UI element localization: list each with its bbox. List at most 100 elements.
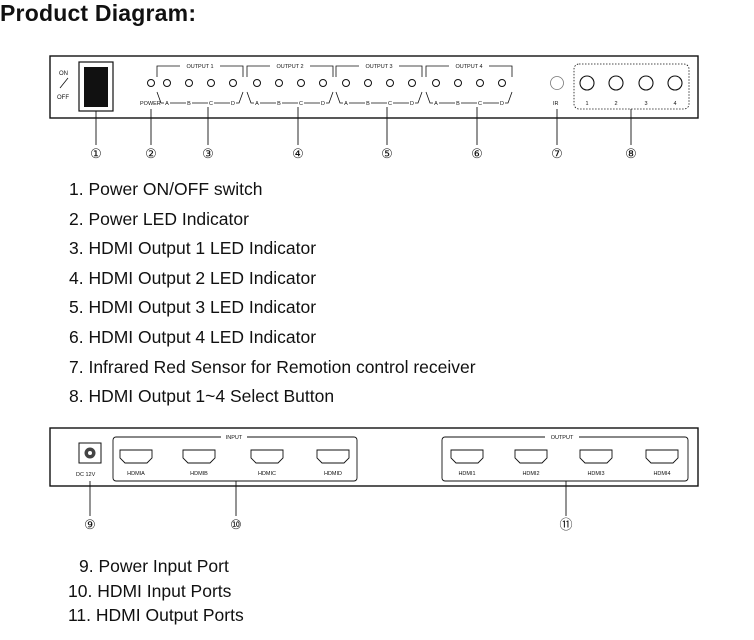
led-letter: A <box>255 101 259 107</box>
callout-8: ⑧ <box>625 109 637 162</box>
select-button-1[interactable] <box>579 75 595 91</box>
switch-off-label: OFF <box>57 95 69 101</box>
output-group-label: OUTPUT 2 <box>276 64 303 70</box>
callout-number: ⑦ <box>551 147 563 162</box>
front-panel-outline <box>49 55 699 119</box>
led-group-3: OUTPUT 3 A B C D <box>335 64 423 107</box>
led-group-bracket <box>220 65 244 77</box>
callout-number: ① <box>90 147 102 162</box>
front-list-item: 3. HDMI Output 1 LED Indicator <box>69 238 317 259</box>
hdmi-port-label: HDMID <box>324 471 342 477</box>
front-list-item: 2. Power LED Indicator <box>69 208 249 229</box>
hdmi-port: HDMI4 <box>645 449 679 477</box>
output-group-label: OUTPUT 4 <box>455 64 482 70</box>
led-letter: B <box>187 101 191 107</box>
led-group-baseline <box>156 91 244 104</box>
led-group-bracket <box>156 65 180 77</box>
callout-number: ⑧ <box>625 147 637 162</box>
output-group-label: OUTPUT 1 <box>186 64 213 70</box>
callout-10: ⑩ <box>230 481 242 533</box>
led-indicator-icon <box>476 79 484 87</box>
front-list-item: 6. HDMI Output 4 LED Indicator <box>69 327 317 347</box>
led-group-bracket <box>489 65 513 77</box>
select-button-number: 2 <box>614 101 617 107</box>
dc-jack-pin-icon <box>88 451 92 455</box>
callout-number: ⑪ <box>559 518 572 533</box>
callout-number: ⑩ <box>230 518 242 533</box>
hdmi-port-label: HDMIC <box>258 471 276 477</box>
select-button-3[interactable] <box>638 75 654 91</box>
hdmi-port-label: HDMIB <box>190 471 208 477</box>
rear-panel-outline <box>49 427 699 487</box>
callout-11: ⑪ <box>559 481 573 533</box>
hdmi-port-icon <box>645 449 679 464</box>
led-indicator-icon <box>253 79 261 87</box>
led-letter: C <box>388 101 392 107</box>
led-indicator-icon <box>498 79 506 87</box>
led-letter: C <box>478 101 482 107</box>
led-letter: D <box>321 101 325 107</box>
select-button-number: 3 <box>644 101 647 107</box>
select-buttons: 1 2 3 4 <box>579 75 683 107</box>
hdmi-port: HDMIB <box>182 449 216 477</box>
hdmi-port: HDMID <box>316 449 350 477</box>
led-letter: D <box>410 101 414 107</box>
select-button-number: 1 <box>585 101 588 107</box>
callout-number: ② <box>145 147 157 162</box>
led-group-baseline <box>425 91 513 104</box>
ir-sensor-icon <box>550 76 564 90</box>
led-letter-bg <box>276 100 282 106</box>
hdmi-port: HDMI3 <box>579 449 613 477</box>
output-label: OUTPUT <box>551 435 574 441</box>
select-button-2[interactable] <box>608 75 624 91</box>
led-indicator-icon <box>275 79 283 87</box>
led-letter-bg <box>298 100 304 106</box>
led-letter-bg <box>230 100 236 106</box>
led-letter: B <box>366 101 370 107</box>
callout-4: ④ <box>292 107 304 162</box>
hdmi-port: HDMIA <box>119 449 153 477</box>
switch-on-label: ON <box>59 71 68 77</box>
output-group-frame <box>441 436 689 482</box>
led-indicator-icon <box>454 79 462 87</box>
led-letter-bg <box>409 100 415 106</box>
hdmi-port-icon <box>182 449 216 464</box>
hdmi-port-label: HDMI4 <box>653 471 670 477</box>
led-letter: A <box>165 101 169 107</box>
led-indicator-icon <box>297 79 305 87</box>
led-letter-bg <box>164 100 170 106</box>
led-indicator-icon <box>342 79 350 87</box>
hdmi-port-label: HDMI3 <box>587 471 604 477</box>
output-label-bg <box>545 433 579 441</box>
callout-2: ② <box>145 109 157 162</box>
callout-number: ⑥ <box>471 147 483 162</box>
callout-5: ⑤ <box>381 107 393 162</box>
rear-list-item: 11. HDMI Output Ports <box>68 605 244 625</box>
power-led-icon <box>147 79 155 87</box>
output-group-label: OUTPUT 3 <box>365 64 392 70</box>
hdmi-port: HDMI2 <box>514 449 548 477</box>
select-buttons-frame <box>573 63 690 110</box>
led-group-baseline <box>246 91 334 104</box>
led-letter-bg <box>499 100 505 106</box>
led-letter-bg <box>208 100 214 106</box>
select-button-4[interactable] <box>667 75 683 91</box>
led-letter: C <box>209 101 213 107</box>
hdmi-port-label: HDMI1 <box>458 471 475 477</box>
dc-label: DC 12V <box>76 472 96 478</box>
led-indicator-icon <box>185 79 193 87</box>
led-group-bracket <box>335 65 359 77</box>
hdmi-port: HDMIC <box>250 449 284 477</box>
led-letter: A <box>344 101 348 107</box>
led-group-baseline <box>335 91 423 104</box>
hdmi-port-icon <box>450 449 484 464</box>
select-button-number: 4 <box>673 101 676 107</box>
rear-list-item: 10. HDMI Input Ports <box>68 580 232 601</box>
page-title: Product Diagram: <box>0 0 197 26</box>
led-indicator-icon <box>229 79 237 87</box>
ir-label: IR <box>553 101 559 107</box>
